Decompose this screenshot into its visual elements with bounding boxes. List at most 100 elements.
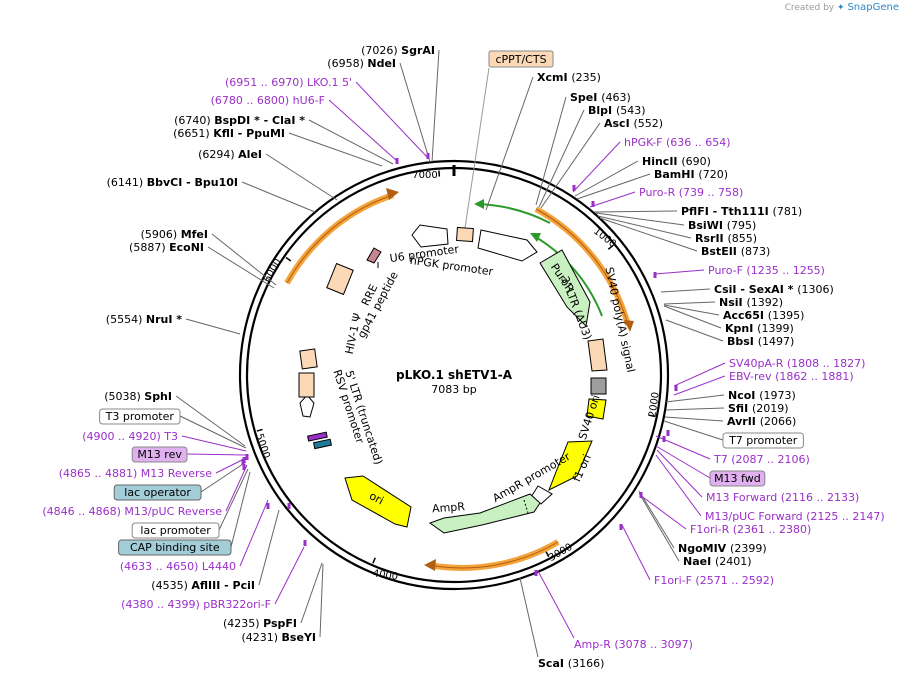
leader-line bbox=[655, 270, 704, 274]
plasmid-size: 7083 bp bbox=[431, 383, 476, 396]
green-arrow-top-head bbox=[474, 199, 484, 209]
map-label: BstEII (873) bbox=[701, 245, 770, 258]
tick-label: 6000 bbox=[262, 257, 284, 285]
leader-line bbox=[639, 493, 679, 561]
primer-label: Puro-F (1235 .. 1255) bbox=[708, 264, 825, 277]
map-label: CsiI - SexAI * (1306) bbox=[714, 283, 834, 296]
primer-label: (4846 .. 4868) M13/pUC Reverse bbox=[42, 505, 222, 518]
leader-line bbox=[520, 578, 538, 657]
primer-binding-mark bbox=[573, 185, 576, 191]
primer-binding-mark bbox=[620, 524, 623, 530]
primer-label: M13 Forward (2116 .. 2133) bbox=[706, 491, 859, 504]
map-label: AscI (552) bbox=[604, 117, 663, 130]
leader-line bbox=[656, 455, 701, 516]
feature-label: T7 promoter bbox=[728, 434, 798, 447]
primer-binding-mark bbox=[663, 436, 666, 442]
creator-credit: Created by ✦ SnapGene bbox=[785, 2, 899, 13]
primer-binding-mark bbox=[640, 492, 643, 498]
leader-line bbox=[486, 77, 533, 210]
primer-binding-mark bbox=[535, 570, 538, 576]
leader-line bbox=[594, 211, 677, 212]
map-label: BamHI (720) bbox=[654, 168, 728, 181]
site-label: (5887) EcoNI bbox=[129, 241, 204, 254]
map-label: BlpI (543) bbox=[588, 104, 646, 117]
primer-label: Puro-R (739 .. 758) bbox=[639, 186, 743, 199]
rre-feature bbox=[327, 264, 353, 295]
leader-line bbox=[674, 363, 725, 386]
leader-line bbox=[259, 510, 279, 585]
peach-feature-left-lower bbox=[299, 373, 314, 397]
map-label: NsiI (1392) bbox=[719, 296, 783, 309]
map-label: RsrII (855) bbox=[695, 232, 757, 245]
tick-label: 7000 bbox=[412, 170, 437, 181]
map-label: BsiWI (795) bbox=[688, 219, 756, 232]
leader-line bbox=[356, 82, 427, 157]
primer-binding-mark bbox=[592, 201, 595, 207]
primer-binding-mark bbox=[667, 430, 670, 436]
hpgk-promoter-label: hPGK promoter bbox=[409, 254, 494, 279]
leader-line bbox=[665, 417, 723, 421]
primer-label: M13/pUC Forward (2125 .. 2147) bbox=[705, 510, 885, 523]
tick-mark bbox=[257, 429, 263, 431]
feature-label: M13 fwd bbox=[714, 472, 761, 485]
primer-label: (4380 .. 4399) pBR322ori-F bbox=[121, 598, 271, 611]
leader-line bbox=[266, 154, 337, 200]
primer-label: (4633 .. 4650) L4440 bbox=[120, 560, 236, 573]
leader-line bbox=[301, 563, 322, 623]
primer-label: F1ori-F (2571 .. 2592) bbox=[654, 574, 774, 587]
primer-binding-mark bbox=[675, 385, 678, 391]
tick-mark bbox=[286, 258, 291, 261]
site-label: (4235) PspFI bbox=[223, 617, 297, 630]
primer-binding-mark bbox=[246, 454, 249, 460]
feature-label: T3 promoter bbox=[105, 410, 175, 423]
site-label: (6141) BbvCI - Bpu10I bbox=[107, 176, 238, 189]
leader-line bbox=[639, 491, 674, 548]
map-label: KpnI (1399) bbox=[725, 322, 794, 335]
site-label: (7026) SgrAI bbox=[361, 44, 435, 57]
primer-label: (4865 .. 4881) M13 Reverse bbox=[59, 467, 212, 480]
rsv-arrow-feature bbox=[300, 395, 314, 417]
tick-label: 2000 bbox=[647, 391, 661, 418]
sv40pa-label: SV40 poly(A) signal bbox=[602, 266, 637, 374]
primer-label: (4900 .. 4920) T3 bbox=[82, 430, 178, 443]
leader-line bbox=[657, 450, 702, 497]
ltr3-feature bbox=[588, 339, 607, 371]
ampr-label: AmpR bbox=[432, 500, 466, 515]
feature-label: M13 rev bbox=[137, 448, 182, 461]
leader-line bbox=[400, 63, 430, 162]
primer-binding-mark bbox=[427, 153, 430, 159]
leader-line bbox=[664, 421, 723, 440]
leader-line bbox=[289, 133, 382, 166]
leader-line bbox=[432, 50, 439, 162]
tick-label: 1000 bbox=[591, 226, 618, 250]
rsv-promoter-feature bbox=[308, 432, 328, 441]
primer-binding-mark bbox=[396, 158, 399, 164]
map-label: NaeI (2401) bbox=[683, 555, 752, 568]
snapgene-logo-icon: ✦ bbox=[837, 3, 845, 13]
leader-line bbox=[640, 495, 686, 529]
leader-line bbox=[661, 289, 710, 292]
primer-binding-mark bbox=[288, 503, 291, 509]
leader-line bbox=[219, 469, 248, 530]
leader-line bbox=[538, 571, 574, 638]
peach-feature-left-upper bbox=[300, 349, 317, 369]
primer-binding-mark bbox=[654, 272, 657, 278]
site-label: (6294) AleI bbox=[198, 148, 262, 161]
leader-line bbox=[186, 319, 240, 334]
tick-label: 4000 bbox=[372, 568, 399, 582]
primer-label: SV40pA-R (1808 .. 1827) bbox=[729, 357, 865, 370]
feature-label: lac operator bbox=[124, 486, 191, 499]
map-label: AvrII (2066) bbox=[727, 415, 796, 428]
map-label: PflFI - Tth111I (781) bbox=[681, 205, 802, 218]
site-label: (5906) MfeI bbox=[141, 228, 208, 241]
cppt-label: cPPT/CTS bbox=[495, 53, 546, 66]
leader-line bbox=[539, 110, 584, 207]
map-label: NgoMIV (2399) bbox=[678, 542, 767, 555]
orange-arrow-bottom-head bbox=[424, 559, 436, 571]
map-label: HincII (690) bbox=[642, 155, 711, 168]
map-label: BbsI (1497) bbox=[727, 335, 794, 348]
hpgk-promoter-feature bbox=[478, 230, 537, 261]
site-label: (4231) BseYI bbox=[241, 631, 316, 644]
feature-label: CAP binding site bbox=[130, 541, 220, 554]
